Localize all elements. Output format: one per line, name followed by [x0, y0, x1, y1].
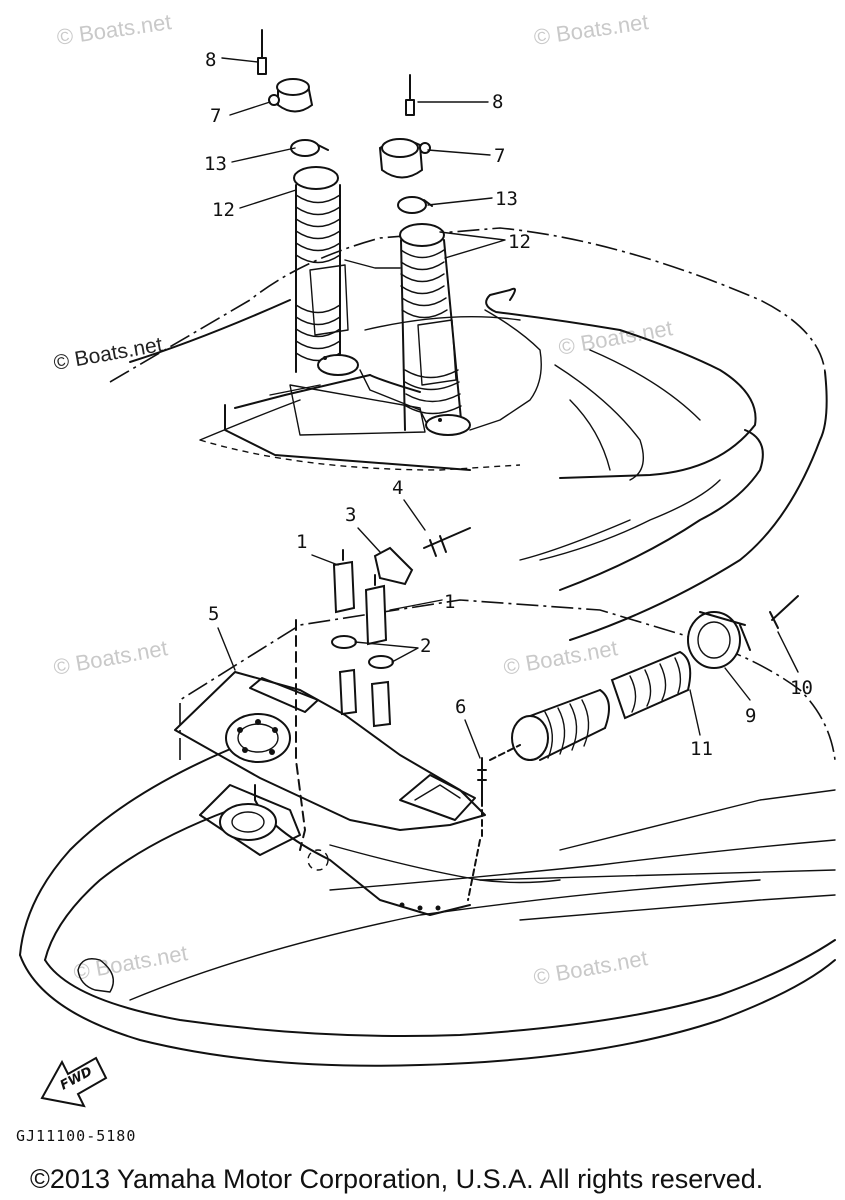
callout-13: 13	[495, 188, 518, 210]
watermark: © Boats.net	[72, 940, 190, 985]
watermark: © Boats.net	[532, 9, 650, 50]
leader-lines	[217, 57, 799, 759]
copyright-notice: ©2013 Yamaha Motor Corporation, U.S.A. A…	[30, 1164, 763, 1194]
watermark: © Boats.net	[502, 635, 620, 680]
front-access-panel	[174, 671, 486, 856]
callout-8: 8	[205, 49, 216, 71]
callout-5: 5	[208, 603, 219, 625]
watermarks: © Boats.net © Boats.net © Boats.net © Bo…	[52, 9, 675, 990]
front-hull-outline	[19, 599, 836, 1067]
callout-7: 7	[210, 105, 221, 127]
callout-numbers: 8 7 13 12 8 7 13 12 1 3 4 1 2 5 6 11 9 1…	[204, 49, 813, 760]
callout-2: 2	[420, 635, 431, 657]
callout-10: 10	[790, 677, 813, 699]
callout-6: 6	[455, 696, 466, 718]
watermark: © Boats.net	[532, 945, 650, 990]
watermark: © Boats.net	[52, 333, 165, 375]
left-ventilation-duct	[293, 166, 359, 376]
callout-8: 8	[492, 91, 503, 113]
upper-parts	[257, 29, 433, 214]
rear-intake-parts	[467, 595, 799, 901]
forward-direction-arrow: FWD	[40, 1056, 108, 1108]
hose-fittings	[295, 527, 471, 851]
rear-deck-outline	[109, 227, 828, 641]
callout-11: 11	[690, 738, 713, 760]
callout-12: 12	[212, 199, 235, 221]
callout-4: 4	[392, 477, 403, 499]
callout-7: 7	[494, 145, 505, 167]
callout-1: 1	[296, 531, 307, 553]
callout-12: 12	[508, 231, 531, 253]
diagram-code: GJ11100-5180	[16, 1127, 136, 1145]
callout-1: 1	[444, 591, 455, 613]
callout-13: 13	[204, 153, 227, 175]
callout-3: 3	[345, 504, 356, 526]
right-ventilation-duct	[399, 223, 471, 436]
watermark: © Boats.net	[52, 635, 170, 680]
watermark: © Boats.net	[55, 9, 173, 50]
callout-9: 9	[745, 705, 756, 727]
